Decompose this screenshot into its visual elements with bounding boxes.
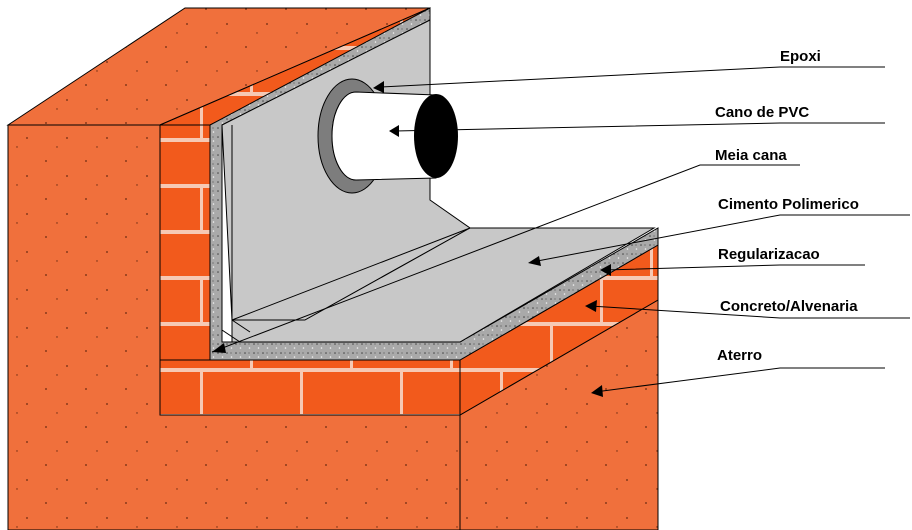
arrowhead-regularizacao xyxy=(600,264,611,276)
label-meia-cana: Meia cana xyxy=(715,147,787,164)
pvc-pipe-end xyxy=(414,94,458,178)
arrowhead-concreto xyxy=(585,300,597,312)
label-cimento-polimerico: Cimento Polimerico xyxy=(718,196,859,213)
brick-wall-front xyxy=(159,359,461,416)
leader-cimento xyxy=(531,214,910,263)
label-concreto-alvenaria: Concreto/Alvenaria xyxy=(720,298,858,315)
arrowhead-cano-pvc xyxy=(389,125,399,137)
label-cano-pvc: Cano de PVC xyxy=(715,104,809,121)
arrowheads xyxy=(212,81,611,397)
arrowhead-epoxi xyxy=(373,81,384,93)
arrowhead-aterro xyxy=(591,385,603,397)
arrowhead-cimento xyxy=(528,256,541,266)
label-aterro: Aterro xyxy=(717,347,762,364)
label-epoxi: Epoxi xyxy=(780,48,821,65)
meia-cana-edge xyxy=(221,125,460,343)
cove-crease-line xyxy=(231,227,471,321)
leader-cano-pvc xyxy=(394,122,885,132)
leader-epoxi xyxy=(379,66,885,88)
leader-concreto xyxy=(589,305,910,319)
leader-regularizacao xyxy=(604,264,865,271)
leader-lines xyxy=(211,66,910,393)
leader-meia-cana xyxy=(211,164,800,353)
label-regularizacao: Regularizacao xyxy=(718,246,820,263)
arrowhead-meia-cana xyxy=(212,343,226,353)
leader-aterro xyxy=(594,367,885,393)
pvc-pipe-body xyxy=(331,91,437,181)
